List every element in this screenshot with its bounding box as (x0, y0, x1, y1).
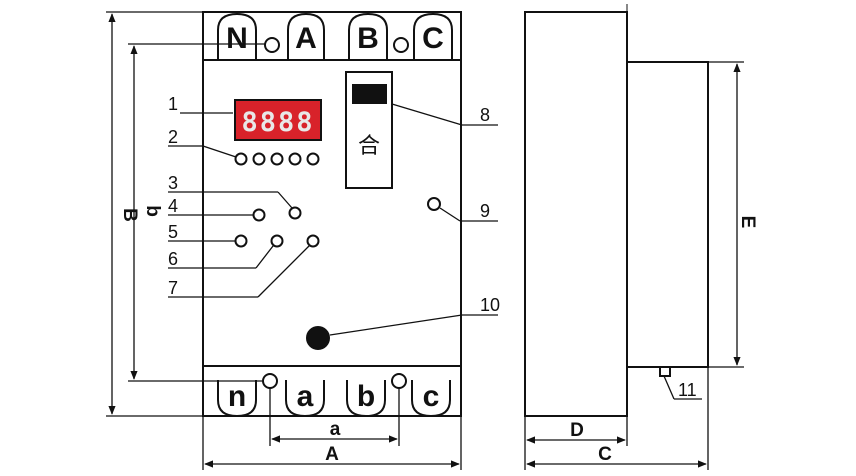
dim-label-B: B (119, 208, 140, 222)
terminal-screw (391, 373, 407, 389)
callout-8: 8 (480, 105, 490, 125)
callout-9: 9 (480, 201, 490, 221)
function-button-5 (234, 234, 248, 248)
function-button-6 (270, 234, 284, 248)
callout-1: 1 (168, 94, 178, 114)
callout-4: 4 (168, 196, 178, 216)
terminal-screw (264, 37, 280, 53)
terminal-label-C: C (422, 22, 444, 55)
test-hole-9 (427, 197, 441, 211)
dim-label-E: E (737, 216, 758, 229)
side-view (524, 4, 744, 470)
terminal-tab (346, 380, 386, 418)
side-clip-11 (659, 366, 671, 377)
callout-numbers: 1 2 3 4 5 6 7 8 9 10 11 (168, 94, 697, 400)
callout-5: 5 (168, 222, 178, 242)
callout-6: 6 (168, 249, 178, 269)
callout-7: 7 (168, 278, 178, 298)
terminal-tab (217, 380, 257, 418)
dim-label-D: D (570, 420, 584, 441)
terminal-label-c: c (423, 380, 440, 413)
callout-2: 2 (168, 127, 178, 147)
terminal-screw (262, 373, 278, 389)
dim-label-A: A (325, 444, 339, 465)
side-body (524, 11, 628, 417)
led-indicator (288, 152, 302, 166)
terminal-tab (287, 12, 325, 60)
switch-handle (345, 71, 393, 189)
terminal-label-N: N (226, 22, 248, 55)
terminal-tab (413, 12, 453, 60)
reset-knob-10 (306, 326, 330, 350)
dimension-labels: B b A a D C E (119, 205, 758, 465)
digital-display (234, 99, 322, 141)
dim-label-C: C (598, 444, 612, 465)
terminal-label-A: A (295, 22, 317, 55)
function-button-4 (252, 208, 266, 222)
led-indicator (252, 152, 266, 166)
callout-11: 11 (678, 380, 697, 400)
dim-label-a: a (330, 419, 341, 440)
front-view (106, 11, 498, 470)
terminal-tab (217, 12, 257, 60)
terminal-label-n: n (228, 380, 246, 413)
terminal-screw (393, 37, 409, 53)
function-button-7 (306, 234, 320, 248)
side-rail-mount (626, 61, 709, 368)
switch-label: 合 (358, 134, 380, 159)
top-terminal-labels: N A B C (226, 22, 444, 55)
terminal-tab (285, 380, 325, 418)
terminal-tab (348, 12, 388, 60)
led-indicator (306, 152, 320, 166)
breaker-body (202, 11, 462, 417)
display-digits: 8888 (241, 107, 314, 138)
switch-lever (352, 84, 387, 104)
terminal-label-a: a (297, 380, 314, 413)
led-indicator (270, 152, 284, 166)
led-indicator (234, 152, 248, 166)
function-button-3 (288, 206, 302, 220)
dim-label-b: b (142, 205, 163, 217)
terminal-tab (411, 380, 451, 418)
terminal-label-b: b (357, 380, 375, 413)
callout-10: 10 (480, 295, 500, 315)
callout-3: 3 (168, 173, 178, 193)
bottom-terminal-labels: n a b c (228, 380, 440, 413)
terminal-label-B: B (357, 22, 379, 55)
